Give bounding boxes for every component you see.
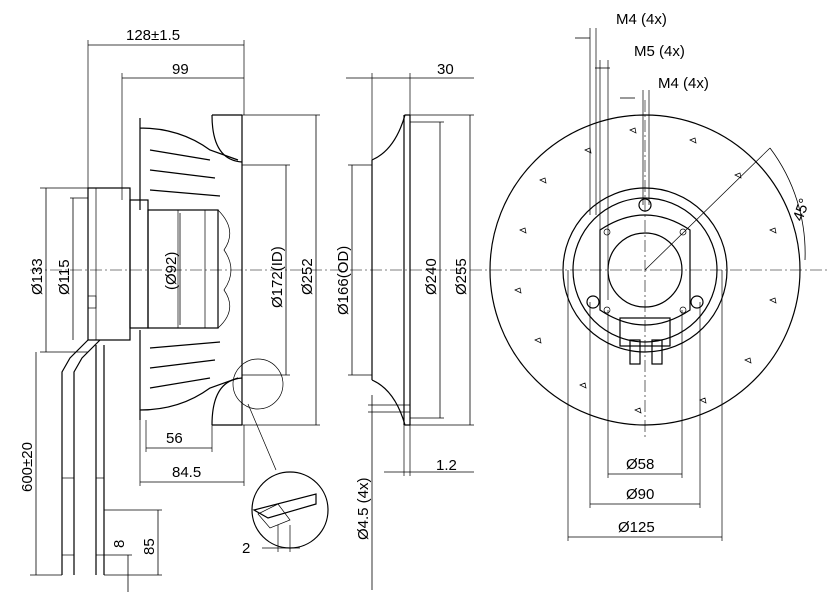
label-thread-m5: M5 (4x) (634, 43, 685, 60)
label-d172: Ø172(ID) (269, 246, 286, 308)
label-w84: 84.5 (172, 464, 201, 481)
inlet-ring (346, 73, 474, 590)
label-thread-m4-a: M4 (4x) (616, 11, 667, 28)
label-sheet-thickness: 1.2 (436, 457, 457, 474)
side-view (61, 114, 284, 575)
label-strip-len: 8 (111, 540, 128, 548)
label-overall-depth: 128±1.5 (126, 27, 180, 44)
label-lead-len: 85 (141, 538, 158, 555)
label-d166: Ø166(OD) (335, 246, 352, 315)
label-d255: Ø255 (453, 258, 470, 295)
label-d92: (Ø92) (163, 252, 180, 290)
label-detail-gap: 2 (242, 540, 250, 557)
label-w56: 56 (166, 430, 183, 447)
label-cable-length: 600±20 (19, 442, 36, 492)
label-angle: 45° (790, 196, 814, 223)
label-d252: Ø252 (299, 258, 316, 295)
detail-view (247, 403, 329, 552)
label-housing-depth: 99 (172, 61, 189, 78)
label-hole-diameter: Ø4.5 (4x) (355, 477, 372, 540)
front-view (489, 28, 806, 541)
dimension-labels: 128±1.5 99 30 Ø133 Ø115 (Ø92) Ø172(ID) Ø… (19, 11, 814, 557)
label-d58: Ø58 (626, 456, 654, 473)
label-d115: Ø115 (56, 259, 73, 295)
label-d90: Ø90 (626, 486, 654, 503)
label-inlet-depth: 30 (437, 61, 454, 78)
label-d133: Ø133 (29, 258, 46, 295)
label-d125: Ø125 (618, 519, 655, 536)
side-dimension-lines (30, 40, 320, 592)
label-thread-m4-b: M4 (4x) (658, 75, 709, 92)
label-d240: Ø240 (423, 258, 440, 295)
